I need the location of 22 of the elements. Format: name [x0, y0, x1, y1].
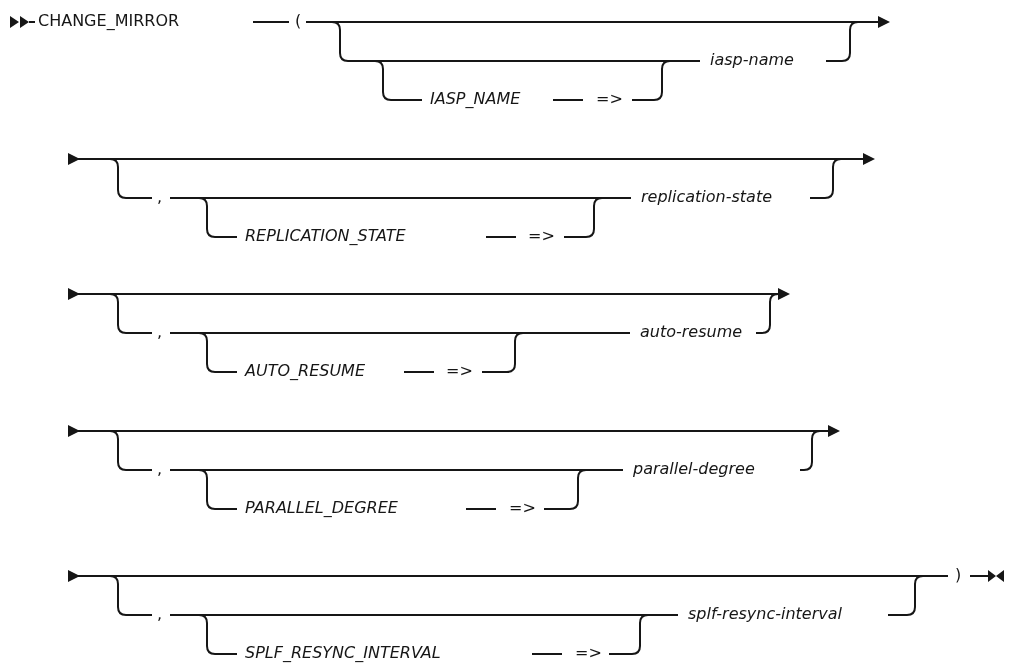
syntax-symbol: ) — [955, 564, 962, 586]
parameter-name: REPLICATION_STATE — [245, 225, 406, 247]
parameter-name: PARALLEL_DEGREE — [245, 497, 398, 519]
syntax-symbol: => — [509, 497, 536, 519]
syntax-symbol: => — [446, 360, 473, 382]
syntax-symbol: , — [157, 458, 163, 480]
parameter-name: parallel-degree — [633, 458, 755, 480]
parameter-name: auto-resume — [640, 321, 743, 343]
syntax-symbol: ( — [295, 10, 302, 32]
parameter-name: AUTO_RESUME — [245, 360, 366, 382]
parameter-name: replication-state — [641, 186, 773, 208]
syntax-symbol: , — [157, 321, 163, 343]
parameter-name: iasp-name — [710, 49, 794, 71]
syntax-symbol: => — [575, 642, 602, 664]
parameter-name: splf-resync-interval — [688, 603, 842, 625]
syntax-symbol: , — [157, 186, 163, 208]
parameter-name: IASP_NAME — [430, 88, 521, 110]
syntax-symbol: , — [157, 603, 163, 625]
syntax-symbol: => — [596, 88, 623, 110]
syntax-symbol: => — [528, 225, 555, 247]
parameter-name: SPLF_RESYNC_INTERVAL — [245, 642, 441, 664]
syntax-keyword: CHANGE_MIRROR — [38, 10, 180, 32]
